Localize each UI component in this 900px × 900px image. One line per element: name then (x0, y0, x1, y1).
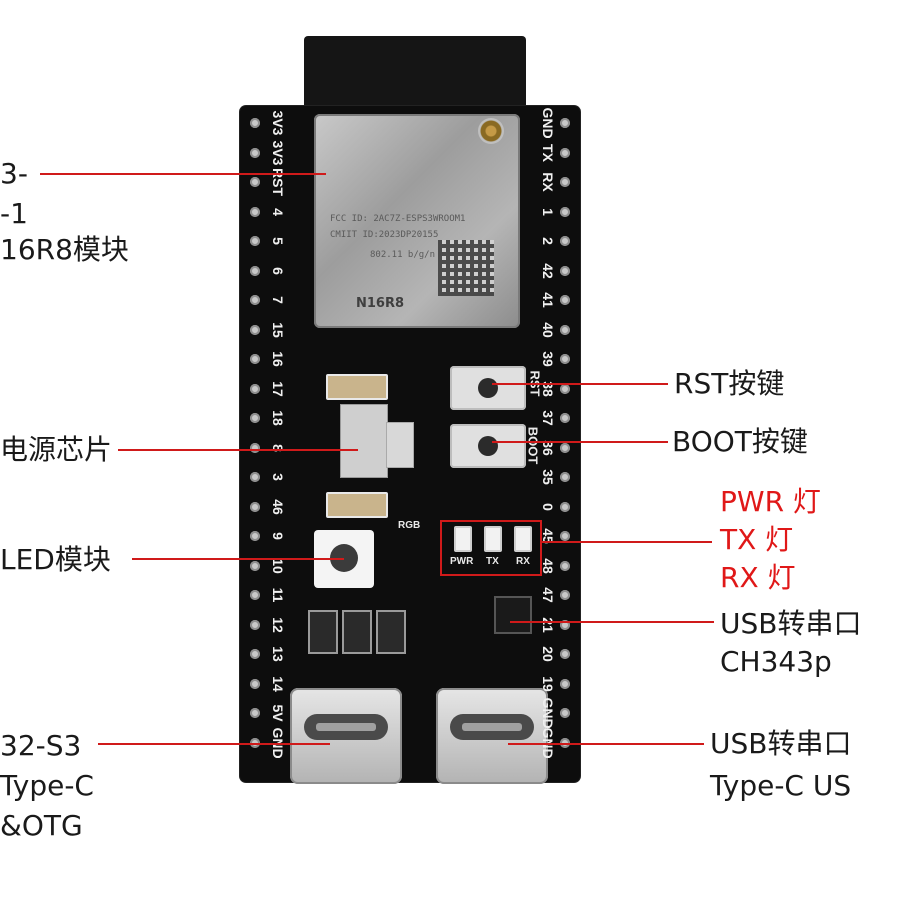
usb-c-port-serial (436, 688, 548, 784)
header-pin (560, 708, 570, 718)
rst-button-label: RST按键 (674, 367, 785, 400)
header-pin (250, 413, 260, 423)
rx-led-label: RX 灯 (720, 561, 796, 594)
usb-otg-label-line3: &OTG (0, 809, 83, 842)
header-pin (560, 649, 570, 659)
pwr-led (454, 526, 472, 552)
qr-code (438, 240, 494, 296)
header-pin (560, 590, 570, 600)
ldo-chip (340, 404, 388, 478)
module-model-text: 802.11 b/g/n (370, 250, 436, 260)
rgb-led-label: LED模块 (0, 543, 111, 576)
led-leader-line (540, 541, 712, 543)
usb-serial-label-line2: Type-C US (710, 769, 852, 802)
usb-serial-label-line1: USB转串口 (710, 727, 852, 760)
header-pin (250, 354, 260, 364)
rx-led (514, 526, 532, 552)
power-chip-leader-line (118, 449, 358, 451)
header-pin (250, 472, 260, 482)
header-pin (250, 383, 260, 394)
header-pin (250, 177, 260, 187)
status-led-highlight (440, 520, 542, 576)
header-pin (250, 619, 260, 630)
capacitor (326, 374, 388, 400)
header-pin (560, 413, 570, 423)
module-label-line3: 16R8模块 (0, 233, 129, 266)
header-pin (250, 649, 260, 659)
header-pin (250, 442, 260, 453)
header-pin (250, 147, 260, 158)
antenna-area (304, 36, 526, 112)
boot-button (450, 424, 526, 468)
usb-otg-label-line2: Type-C (0, 769, 94, 802)
header-pin (250, 265, 260, 276)
header-pin (250, 678, 260, 689)
capacitor (326, 492, 388, 518)
header-pin (250, 531, 260, 541)
usb-c-port-otg (290, 688, 402, 784)
header-pin (560, 324, 570, 335)
silk-tx: TX (486, 556, 499, 567)
header-pin (560, 265, 570, 276)
usb-otg-leader-line (98, 743, 330, 745)
usb-serial-leader-line (508, 743, 704, 745)
rgb-led-leader-line (132, 558, 344, 560)
ch343-label-line1: USB转串口 (720, 607, 862, 640)
header-pin (250, 737, 260, 748)
header-pin (560, 383, 570, 394)
ch343-leader-line (510, 621, 714, 623)
header-pin (560, 678, 570, 689)
header-pin (560, 442, 570, 453)
boot-button-label: BOOT按键 (672, 425, 808, 458)
ldo-tab (386, 422, 414, 468)
silk-boot: BOOT (525, 426, 541, 465)
module-label-line2: -1 (0, 197, 28, 230)
header-pin (560, 206, 570, 217)
tx-led-label: TX 灯 (720, 523, 794, 556)
power-chip-label: 电源芯片 (0, 433, 113, 466)
header-pin (250, 236, 260, 246)
module-cmiit-text: CMIIT ID:2023DP20155 (330, 230, 439, 240)
tx-led (484, 526, 502, 552)
ch343-label-line2: CH343p (720, 645, 832, 678)
diode (342, 610, 372, 654)
boot-leader-line (492, 441, 668, 443)
rst-button (450, 366, 526, 410)
header-pin (560, 472, 570, 482)
module-label-line1: 3- (0, 157, 28, 190)
header-pin (250, 590, 260, 600)
ufl-connector (478, 118, 504, 144)
module-name: N16R8 (356, 296, 405, 311)
header-pin (560, 560, 570, 571)
header-pin (250, 708, 260, 718)
ch343p-chip (494, 596, 532, 634)
header-pin (250, 501, 260, 512)
silk-pwr: PWR (450, 556, 474, 567)
header-pin (560, 118, 570, 128)
silk-rgb: RGB (398, 520, 421, 531)
header-pin (250, 560, 260, 571)
rst-leader-line (492, 383, 668, 385)
header-pin (560, 531, 570, 541)
diode (376, 610, 406, 654)
header-pin (560, 501, 570, 512)
header-pin (560, 147, 570, 158)
header-pin (560, 295, 570, 305)
header-pin (560, 177, 570, 187)
diode (308, 610, 338, 654)
usb-otg-label-line1: 32-S3 (0, 729, 82, 762)
header-pin (250, 295, 260, 305)
header-pin (560, 619, 570, 630)
silk-rx: RX (516, 556, 530, 567)
header-pin (560, 354, 570, 364)
module-leader-line (40, 173, 326, 175)
header-pin (560, 737, 570, 748)
pwr-led-label: PWR 灯 (720, 485, 821, 518)
header-pin (250, 324, 260, 335)
header-pin (560, 236, 570, 246)
header-pin (250, 206, 260, 217)
header-pin (250, 118, 260, 128)
module-fcc-text: FCC ID: 2AC7Z-ESPS3WROOM1 (330, 214, 466, 224)
